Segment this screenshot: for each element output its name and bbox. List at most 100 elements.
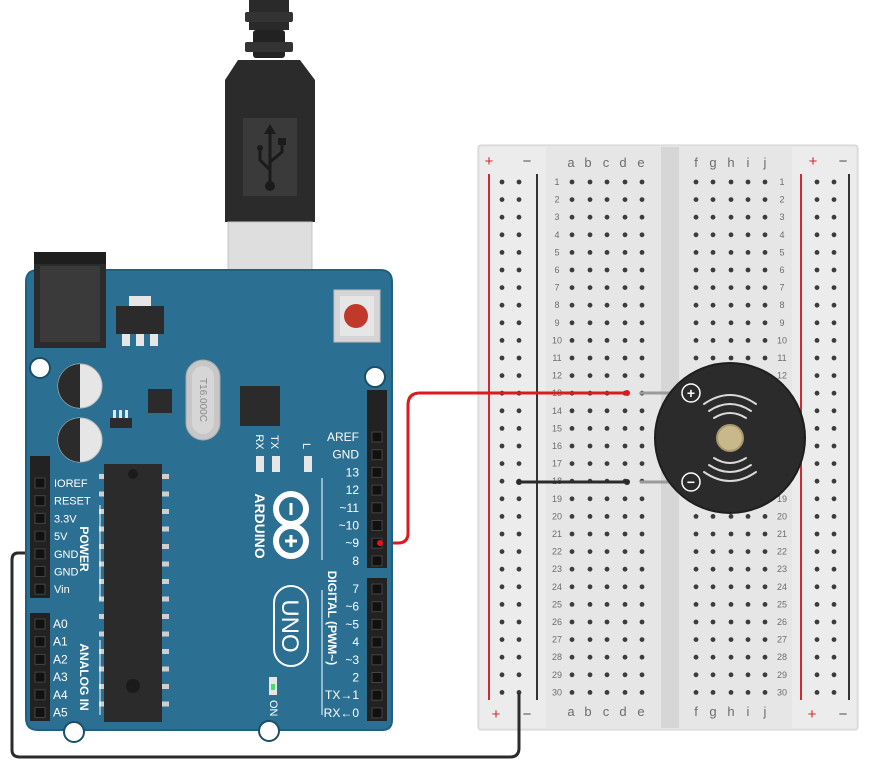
breadboard-hole[interactable] — [604, 302, 610, 308]
breadboard-hole[interactable] — [728, 197, 734, 203]
breadboard-hole[interactable] — [569, 637, 575, 642]
breadboard-hole[interactable] — [604, 320, 610, 326]
breadboard-hole[interactable] — [622, 584, 628, 590]
rail-hole[interactable] — [831, 267, 837, 273]
rail-hole[interactable] — [516, 214, 522, 220]
rail-hole[interactable] — [831, 478, 837, 484]
breadboard-hole[interactable] — [693, 179, 699, 185]
rail-hole[interactable] — [831, 355, 837, 361]
breadboard-hole[interactable] — [587, 637, 593, 642]
breadboard-hole[interactable] — [728, 566, 734, 572]
breadboard-hole[interactable] — [762, 285, 768, 290]
breadboard-hole[interactable] — [604, 179, 610, 185]
breadboard-hole[interactable] — [587, 531, 593, 537]
rail-hole[interactable] — [814, 250, 820, 255]
breadboard-hole[interactable] — [762, 566, 768, 572]
breadboard-hole[interactable] — [762, 602, 768, 607]
breadboard-hole[interactable] — [569, 355, 575, 361]
rail-hole[interactable] — [516, 285, 522, 290]
breadboard-hole[interactable] — [604, 654, 610, 660]
breadboard-hole[interactable] — [762, 637, 768, 642]
rail-hole[interactable] — [831, 496, 837, 502]
breadboard-hole[interactable] — [693, 602, 699, 607]
breadboard-hole[interactable] — [762, 197, 768, 203]
breadboard-hole[interactable] — [762, 690, 768, 695]
rail-hole[interactable] — [516, 179, 522, 185]
breadboard-hole[interactable] — [604, 250, 610, 255]
breadboard-hole[interactable] — [587, 496, 593, 502]
breadboard-hole[interactable] — [569, 584, 575, 590]
rail-hole[interactable] — [499, 566, 505, 572]
breadboard-hole[interactable] — [693, 531, 699, 537]
rail-hole[interactable] — [499, 478, 505, 484]
breadboard-hole[interactable] — [604, 637, 610, 642]
breadboard-hole[interactable] — [745, 285, 751, 290]
header-pin-socket[interactable] — [371, 431, 383, 443]
rail-hole[interactable] — [831, 461, 837, 466]
breadboard-hole[interactable] — [745, 355, 751, 361]
rail-hole[interactable] — [516, 408, 522, 414]
breadboard-hole[interactable] — [745, 197, 751, 203]
breadboard-hole[interactable] — [639, 338, 645, 343]
rail-hole[interactable] — [499, 320, 505, 326]
breadboard-hole[interactable] — [728, 285, 734, 290]
breadboard-hole[interactable] — [762, 250, 768, 255]
breadboard-hole[interactable] — [710, 179, 716, 185]
breadboard-hole[interactable] — [604, 214, 610, 220]
breadboard-hole[interactable] — [622, 285, 628, 290]
rail-hole[interactable] — [516, 637, 522, 642]
breadboard-hole[interactable] — [728, 302, 734, 308]
header-pin-socket[interactable] — [371, 689, 383, 701]
breadboard-hole[interactable] — [569, 232, 575, 238]
breadboard-hole[interactable] — [693, 672, 699, 678]
breadboard-hole[interactable] — [693, 267, 699, 273]
breadboard-hole[interactable] — [604, 672, 610, 678]
breadboard-hole[interactable] — [762, 531, 768, 537]
breadboard-hole[interactable] — [639, 426, 645, 431]
rail-hole[interactable] — [516, 302, 522, 308]
breadboard-hole[interactable] — [639, 267, 645, 273]
breadboard-hole[interactable] — [604, 426, 610, 431]
header-pin-socket[interactable] — [34, 653, 46, 665]
rail-hole[interactable] — [814, 584, 820, 590]
breadboard-hole[interactable] — [639, 408, 645, 414]
header-pin-socket[interactable] — [371, 466, 383, 478]
breadboard-hole[interactable] — [728, 232, 734, 238]
header-pin-socket[interactable] — [371, 618, 383, 630]
signal-wire[interactable] — [378, 391, 629, 545]
rail-hole[interactable] — [499, 250, 505, 255]
rail-hole[interactable] — [831, 197, 837, 203]
breadboard-hole[interactable] — [710, 672, 716, 678]
rail-hole[interactable] — [814, 602, 820, 607]
breadboard-hole[interactable] — [604, 461, 610, 466]
breadboard-hole[interactable] — [587, 320, 593, 326]
breadboard-hole[interactable] — [639, 214, 645, 220]
breadboard-hole[interactable] — [693, 250, 699, 255]
rail-hole[interactable] — [499, 672, 505, 678]
rail-hole[interactable] — [831, 584, 837, 590]
rail-hole[interactable] — [516, 461, 522, 466]
breadboard-hole[interactable] — [569, 426, 575, 431]
rail-hole[interactable] — [814, 443, 820, 449]
breadboard-hole[interactable] — [639, 250, 645, 255]
breadboard-hole[interactable] — [745, 637, 751, 642]
rail-hole[interactable] — [499, 373, 505, 378]
breadboard-hole[interactable] — [639, 443, 645, 449]
breadboard-hole[interactable] — [728, 338, 734, 343]
breadboard-hole[interactable] — [639, 531, 645, 537]
breadboard-hole[interactable] — [710, 197, 716, 203]
rail-hole[interactable] — [499, 302, 505, 308]
breadboard-hole[interactable] — [604, 232, 610, 238]
breadboard-hole[interactable] — [587, 654, 593, 660]
breadboard-hole[interactable] — [728, 690, 734, 695]
rail-hole[interactable] — [831, 637, 837, 642]
rail-hole[interactable] — [499, 584, 505, 590]
breadboard-hole[interactable] — [745, 531, 751, 537]
breadboard-hole[interactable] — [745, 690, 751, 695]
breadboard-hole[interactable] — [604, 690, 610, 695]
rail-hole[interactable] — [499, 443, 505, 449]
header-pin-socket[interactable] — [371, 520, 383, 531]
breadboard-hole[interactable] — [604, 549, 610, 554]
breadboard-hole[interactable] — [728, 672, 734, 678]
breadboard-hole[interactable] — [762, 654, 768, 660]
